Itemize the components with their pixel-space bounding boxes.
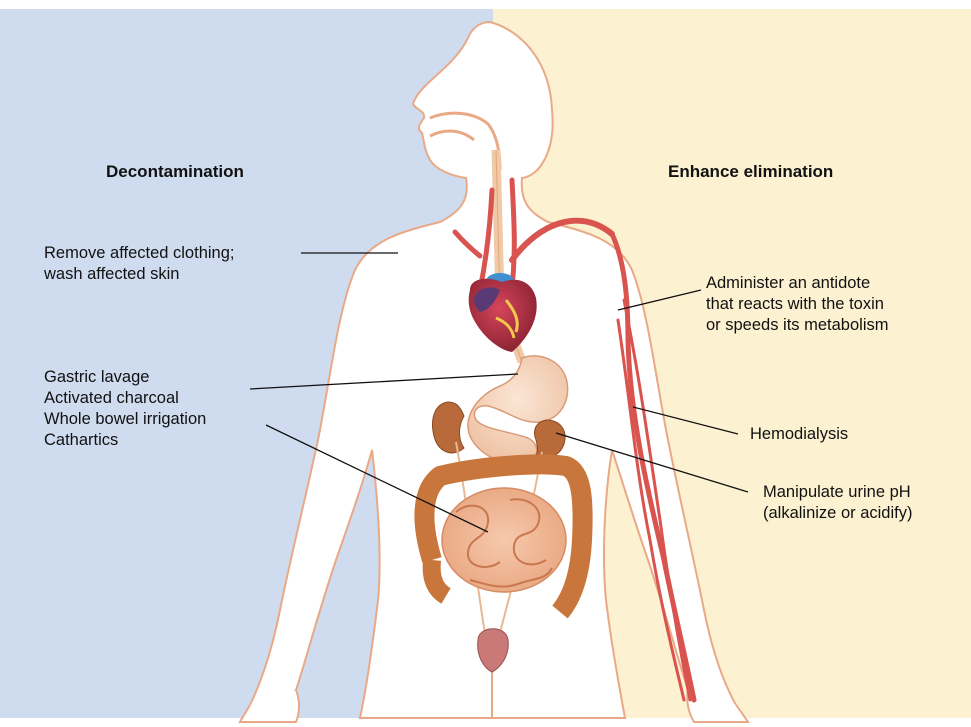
- label-remove-clothing: Remove affected clothing; wash affected …: [44, 243, 234, 285]
- label-line: that reacts with the toxin: [706, 294, 889, 315]
- label-line: Remove affected clothing;: [44, 243, 234, 264]
- label-line: Gastric lavage: [44, 367, 206, 388]
- heading-decontamination: Decontamination: [106, 162, 244, 182]
- heading-enhance-elimination: Enhance elimination: [668, 162, 833, 182]
- label-antidote: Administer an antidote that reacts with …: [706, 273, 889, 336]
- label-line: Cathartics: [44, 430, 206, 451]
- label-line: (alkalinize or acidify): [763, 503, 912, 524]
- label-line: wash affected skin: [44, 264, 234, 285]
- label-line: Activated charcoal: [44, 388, 206, 409]
- small-intestine: [442, 488, 566, 592]
- label-line: Manipulate urine pH: [763, 482, 912, 503]
- label-gi-decontamination: Gastric lavage Activated charcoal Whole …: [44, 367, 206, 451]
- label-line: Administer an antidote: [706, 273, 889, 294]
- label-line: or speeds its metabolism: [706, 315, 889, 336]
- label-urine-ph: Manipulate urine pH (alkalinize or acidi…: [763, 482, 912, 524]
- label-hemodialysis: Hemodialysis: [750, 424, 848, 445]
- label-line: Whole bowel irrigation: [44, 409, 206, 430]
